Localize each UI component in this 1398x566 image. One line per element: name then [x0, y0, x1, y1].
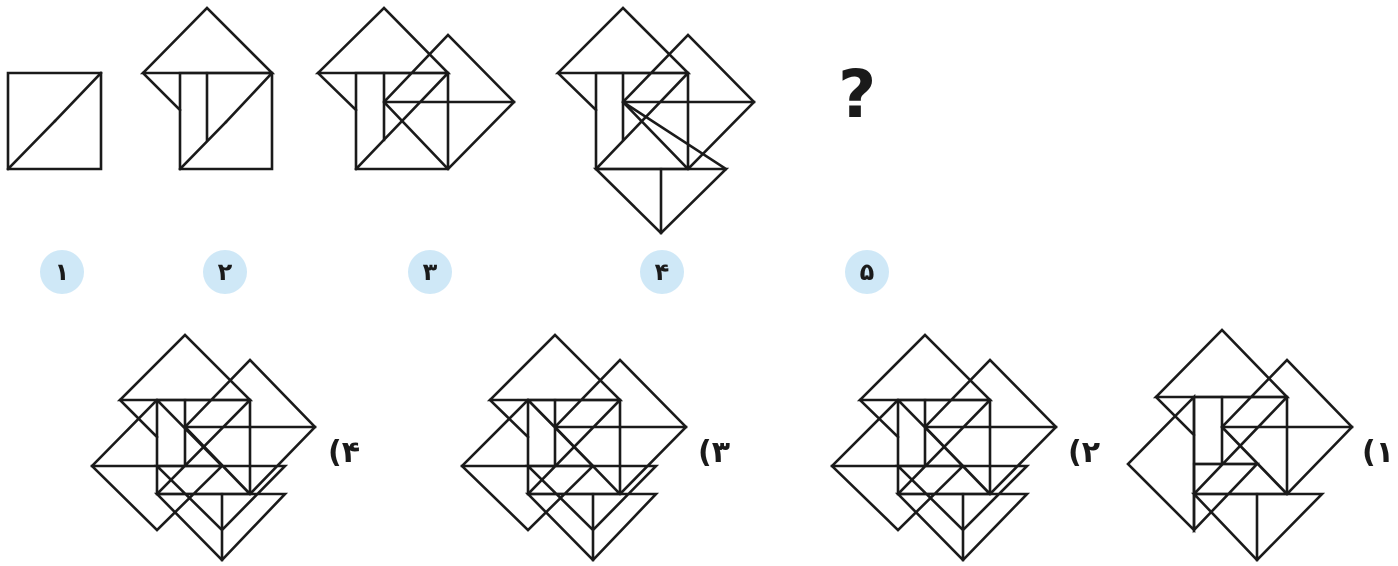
answer-option-4-label[interactable]: (۴ — [328, 435, 361, 470]
sequence-number-3: ۳ — [408, 250, 452, 294]
answer-option-1-label[interactable]: (۱ — [1362, 435, 1395, 470]
answer-option-3-label[interactable]: (۳ — [698, 435, 731, 470]
sequence-number-5: ۵ — [845, 250, 889, 294]
sequence-number-1: ۱ — [40, 250, 84, 294]
sequence-number-2: ۲ — [203, 250, 247, 294]
sequence-number-4: ۴ — [640, 250, 684, 294]
answer-option-2-label[interactable]: (۲ — [1068, 435, 1101, 470]
missing-figure-question-mark: ? — [838, 56, 877, 133]
